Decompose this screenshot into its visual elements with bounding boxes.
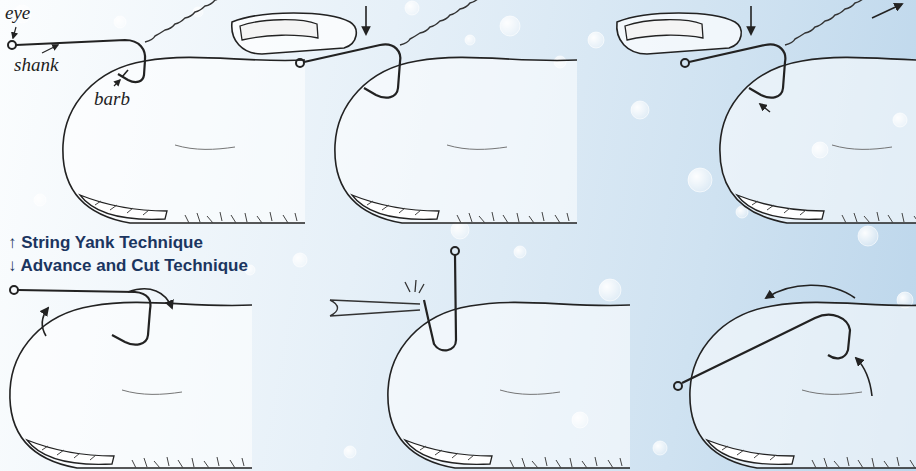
fingertip	[388, 302, 630, 468]
fish-hook	[304, 44, 400, 97]
bubble	[631, 101, 649, 119]
bubble	[344, 446, 356, 458]
fish-hook	[682, 315, 850, 383]
hook-eye	[451, 247, 459, 255]
bubble	[34, 194, 46, 206]
bubble	[588, 32, 604, 48]
part-label: barb	[94, 88, 130, 110]
motion-arrow	[872, 4, 902, 18]
fish-hook	[689, 44, 785, 97]
bubble	[688, 168, 712, 192]
motion-arrow	[760, 104, 770, 112]
yank-step-3	[617, 0, 916, 223]
fingertip	[10, 302, 252, 468]
motion-arrow	[750, 6, 752, 34]
bubble	[465, 35, 475, 45]
pressing-finger	[232, 13, 356, 54]
fishing-line	[785, 0, 865, 45]
motion-arrow	[856, 358, 872, 396]
leader-line	[13, 27, 16, 38]
bubble	[405, 1, 419, 15]
bubble	[858, 226, 878, 246]
bubble	[653, 441, 667, 455]
hook-eye	[8, 41, 16, 49]
bubble	[114, 16, 126, 28]
part-label: shank	[14, 54, 58, 76]
cut-mark	[405, 280, 424, 293]
pressing-finger	[617, 13, 741, 54]
hook-eye	[681, 59, 689, 67]
hook-barb	[122, 70, 128, 77]
fish-hook	[424, 255, 456, 350]
bubble	[514, 246, 526, 258]
wire-cutter	[330, 300, 420, 316]
bubble	[599, 279, 621, 301]
fishing-line	[400, 0, 490, 45]
leader-line	[42, 45, 58, 53]
cut-step-2	[330, 247, 630, 468]
motion-arrow	[42, 308, 48, 336]
fingertip	[720, 57, 916, 223]
hook-eye	[10, 286, 18, 294]
cut-step-3	[674, 285, 916, 468]
leader-line	[114, 80, 120, 86]
yank-step-2	[232, 0, 577, 223]
fingertip	[63, 57, 305, 223]
technique-heading: ↓ Advance and Cut Technique	[8, 256, 248, 276]
bubble	[500, 16, 520, 36]
cut-step-1	[10, 286, 252, 468]
hook-eye	[674, 382, 682, 390]
motion-arrow	[766, 285, 855, 298]
fish-hook	[18, 290, 150, 345]
hook-eye	[296, 59, 304, 67]
technique-heading: ↑ String Yank Technique	[8, 233, 203, 253]
motion-arrow	[365, 6, 367, 34]
fingertip	[690, 302, 916, 468]
bubble	[293, 253, 307, 267]
motion-arrow	[128, 289, 172, 308]
part-label: eye	[5, 2, 30, 24]
fingertip	[335, 57, 577, 223]
